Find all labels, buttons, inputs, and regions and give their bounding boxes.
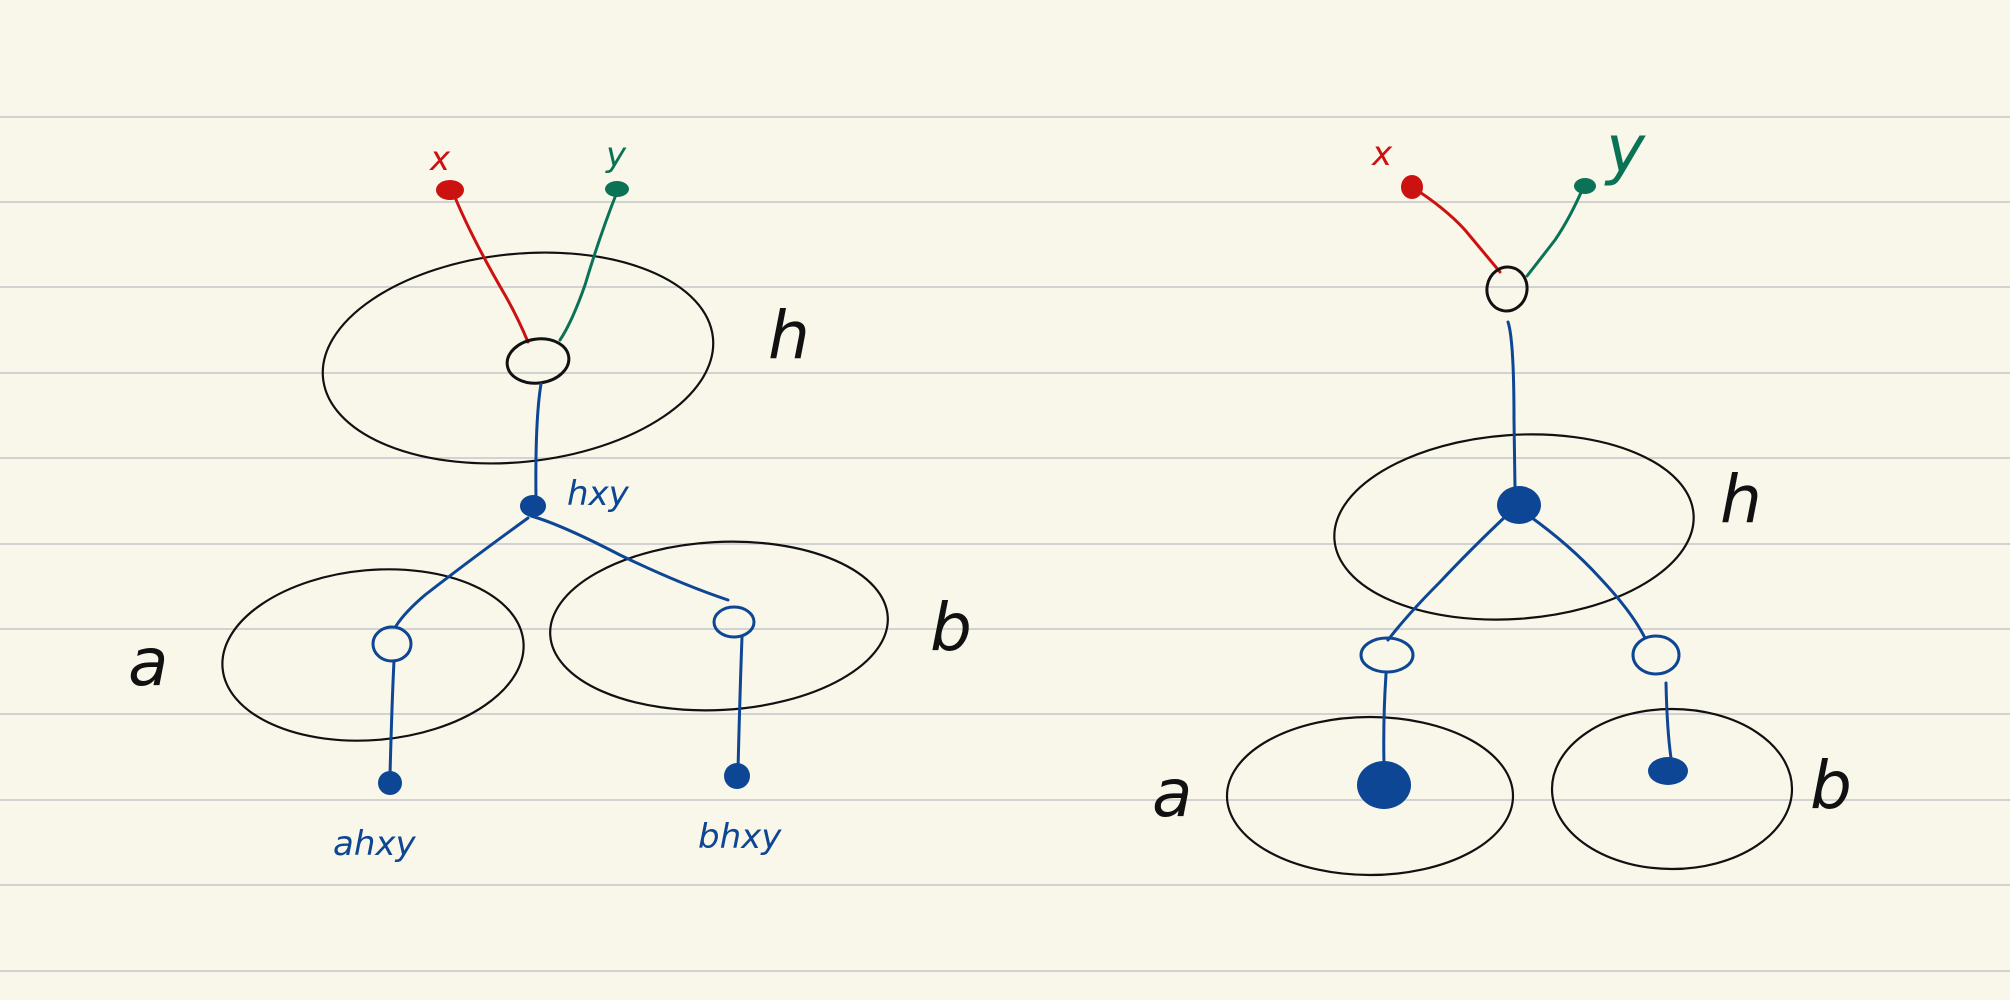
right-wire-top-h bbox=[1506, 320, 1517, 490]
left-label-hxy: hxy bbox=[567, 474, 630, 514]
ruled-lines bbox=[0, 116, 2010, 972]
left-output-a-dot bbox=[378, 771, 402, 795]
right-region-b-ellipse bbox=[1550, 707, 1794, 871]
right-node-top bbox=[1485, 265, 1529, 313]
left-wire-branch-a bbox=[394, 516, 530, 628]
left-label-y: y bbox=[605, 135, 627, 175]
left-label-a: a bbox=[128, 624, 168, 701]
left-region-b-ellipse bbox=[549, 540, 889, 712]
left-region-a-ellipse bbox=[221, 568, 525, 742]
left-input-y-dot bbox=[605, 181, 629, 197]
left-label-bhxy: bhxy bbox=[698, 817, 782, 857]
left-diagram: x y h a b hxy ahxy bhxy bbox=[128, 135, 972, 864]
left-label-ahxy: ahxy bbox=[333, 824, 417, 864]
left-wire-branch-b bbox=[529, 514, 730, 602]
left-wire-x bbox=[450, 188, 530, 344]
left-node-a bbox=[371, 625, 413, 663]
left-label-x: x bbox=[429, 139, 451, 179]
right-wire-output-b bbox=[1664, 681, 1673, 760]
right-label-y: y bbox=[1604, 111, 1646, 188]
left-input-x-dot bbox=[436, 180, 464, 200]
right-diagram: x y h a b bbox=[1152, 111, 1852, 877]
left-label-b: b bbox=[930, 589, 972, 666]
right-input-x-dot bbox=[1401, 175, 1423, 199]
right-output-b-dot bbox=[1648, 757, 1688, 785]
left-hxy-dot bbox=[520, 495, 546, 517]
right-wire-branch-b bbox=[1526, 513, 1647, 640]
right-h-dot bbox=[1497, 486, 1541, 524]
right-label-h: h bbox=[1720, 461, 1762, 538]
right-node-b bbox=[1631, 634, 1681, 676]
right-region-a-ellipse bbox=[1225, 715, 1515, 877]
right-region-h-ellipse bbox=[1333, 433, 1695, 621]
left-wire-h-hxy bbox=[534, 382, 543, 502]
left-output-b-dot bbox=[724, 763, 750, 789]
left-wire-output-a bbox=[388, 659, 396, 777]
right-wire-branch-a bbox=[1386, 513, 1509, 642]
right-wire-output-a bbox=[1382, 672, 1388, 767]
right-label-a: a bbox=[1152, 755, 1192, 832]
right-label-b: b bbox=[1810, 747, 1852, 824]
right-wire-x bbox=[1410, 185, 1502, 274]
right-output-a-dot bbox=[1357, 761, 1411, 809]
left-wire-y bbox=[558, 190, 619, 342]
left-region-h-ellipse bbox=[321, 251, 715, 465]
right-node-a bbox=[1359, 636, 1415, 674]
left-wire-output-b bbox=[736, 635, 744, 772]
left-node-h bbox=[505, 337, 571, 385]
right-label-x: x bbox=[1371, 134, 1393, 174]
right-wire-y bbox=[1525, 186, 1585, 278]
left-label-h: h bbox=[768, 297, 810, 374]
right-input-y-dot bbox=[1574, 178, 1596, 194]
left-node-b bbox=[712, 605, 756, 639]
